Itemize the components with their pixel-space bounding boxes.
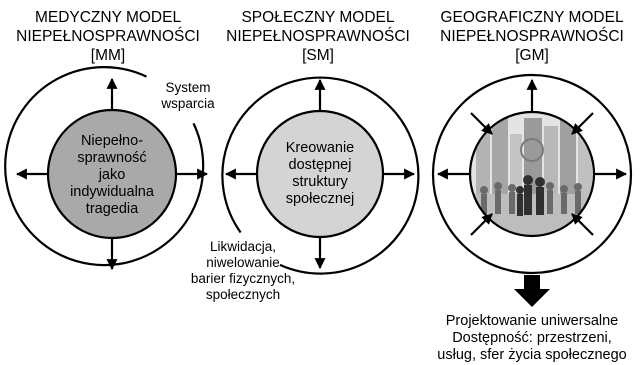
medical-center-line2: sprawność [77, 150, 146, 166]
geographic-model-outer-ring [431, 73, 633, 275]
geographic-bottom-line2: Dostępność: przestrzeni, [452, 330, 612, 346]
medical-annotation-line1: System [165, 80, 210, 95]
geographic-model: GEOGRAFICZNY MODEL NIEPEŁNOSPRAWNOŚCI [G… [431, 9, 633, 363]
social-model-title-line1: SPOŁECZNY MODEL [241, 9, 394, 26]
social-model-title-line2: NIEPEŁNOSPRAWNOŚCI [226, 27, 410, 45]
medical-annotation-line2: wsparcia [160, 96, 215, 111]
medical-center-line5: tragedia [86, 201, 139, 217]
social-annotation-line2: niwelowanie [206, 255, 280, 270]
medical-model-arrows [15, 77, 209, 271]
social-center-line1: Kreowanie [286, 140, 355, 156]
social-annotation-line3: barier fizycznych, [191, 271, 295, 286]
medical-model-outer-ring [4, 66, 205, 267]
social-annotation-line4: społecznych [206, 287, 280, 302]
social-center-line3: struktury [292, 174, 348, 190]
social-model-arrows [224, 78, 416, 270]
geographic-model-title-line3: [GM] [515, 47, 549, 64]
medical-model: MEDYCZNY MODEL NIEPEŁNOSPRAWNOŚCI [MM] N… [4, 9, 215, 271]
geographic-bottom-line3: usług, sfer życia społecznego [437, 347, 626, 363]
geographic-bottom-line1: Projektowanie uniwersalne [446, 313, 619, 329]
geographic-outward-arrows [436, 78, 628, 180]
social-center-line2: dostępnej [289, 157, 352, 173]
geo-arrow-in-bottom-right [571, 213, 594, 236]
geo-arrow-in-bottom-left [470, 213, 493, 236]
social-model-title-line3: [SM] [302, 47, 334, 64]
geographic-inward-arrows [470, 112, 594, 236]
geographic-down-arrow [514, 275, 550, 307]
medical-center-line3: jako [98, 167, 126, 183]
geo-arrow-in-top-left [470, 112, 493, 135]
medical-center-line1: Niepełno- [81, 133, 143, 149]
medical-model-title-line3: [MM] [91, 47, 125, 64]
medical-center-line4: indywidualna [70, 184, 155, 200]
geographic-model-title-line1: GEOGRAFICZNY MODEL [440, 9, 624, 26]
geo-arrow-in-top-right [571, 112, 594, 135]
medical-model-title-line2: NIEPEŁNOSPRAWNOŚCI [16, 27, 200, 45]
social-annotation-line1: Likwidacja, [210, 239, 276, 254]
social-center-line4: społecznej [286, 191, 355, 207]
geographic-model-title-line2: NIEPEŁNOSPRAWNOŚCI [440, 27, 624, 45]
medical-model-title-line1: MEDYCZNY MODEL [35, 9, 182, 26]
social-model: SPOŁECZNY MODEL NIEPEŁNOSPRAWNOŚCI [SM] … [191, 9, 420, 302]
social-model-outer-ring [221, 76, 420, 275]
